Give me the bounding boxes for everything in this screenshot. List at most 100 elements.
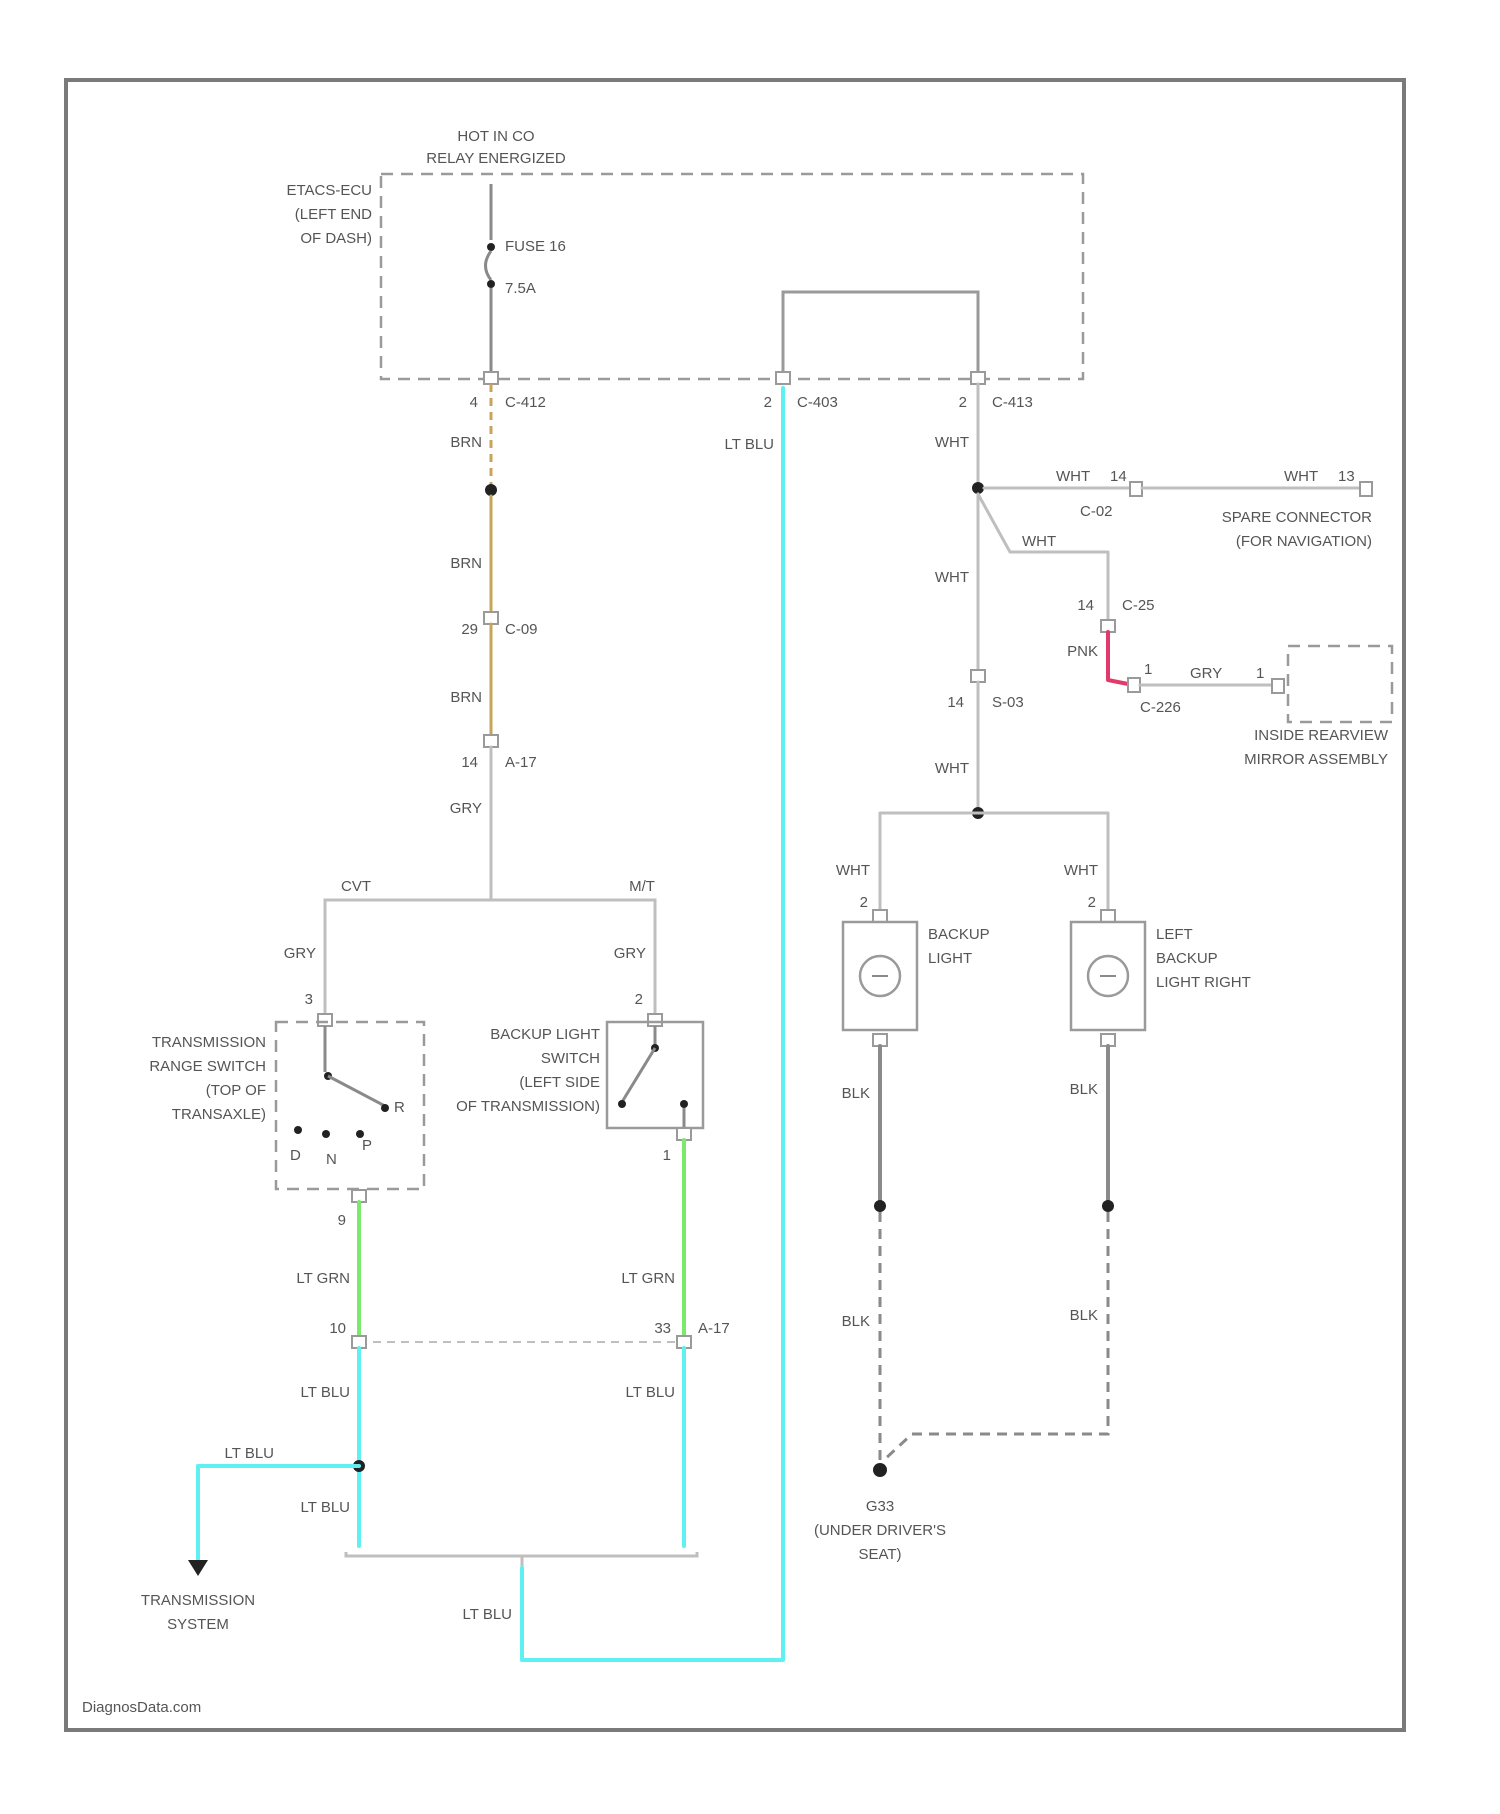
- c413-label: C-413: [992, 394, 1033, 411]
- ground-label-1: G33: [866, 1498, 894, 1515]
- mirror-pin: [1272, 679, 1284, 693]
- cvt-mt-bracket: [325, 900, 655, 910]
- c413-pin: [971, 372, 985, 384]
- bls-contact-node: [618, 1100, 626, 1108]
- c02-pin: [1130, 482, 1142, 496]
- blk-label-3: BLK: [842, 1313, 870, 1330]
- hot-at-label: HOT IN CO: [457, 128, 534, 145]
- s03-label: S-03: [992, 694, 1024, 711]
- trs-out-pin-label: 9: [338, 1212, 346, 1229]
- bls-pin-2: [648, 1014, 662, 1026]
- fuse-terminal-top: [487, 243, 495, 251]
- c403-pin-label: 2: [764, 394, 772, 411]
- gry-left-label: GRY: [284, 945, 316, 962]
- gry-right-label: GRY: [614, 945, 646, 962]
- etacs-label-3: OF DASH): [300, 230, 372, 247]
- bls-contact-arm: [622, 1048, 655, 1102]
- mirror-pin-label: 1: [1256, 665, 1264, 682]
- bls-label-2: SWITCH: [541, 1050, 600, 1067]
- trs-pin-label: 3: [305, 991, 313, 1008]
- spare-connector-pin: [1360, 482, 1372, 496]
- spare-connector-label-2: (FOR NAVIGATION): [1236, 533, 1372, 550]
- c25-label: C-25: [1122, 597, 1155, 614]
- ground-g33-icon: [873, 1463, 887, 1477]
- splice-node-wht: [972, 482, 984, 494]
- splice-node-blk-right: [1102, 1200, 1114, 1212]
- c02-label: C-02: [1080, 503, 1113, 520]
- s03-pin-label: 14: [947, 694, 964, 711]
- wht-spare-pin-label: 14: [1110, 468, 1127, 485]
- c226-pin: [1128, 678, 1140, 692]
- inside-rearview-mirror-box: [1288, 646, 1392, 722]
- wht-label-2: WHT: [935, 569, 969, 586]
- wht-label-3: WHT: [935, 760, 969, 777]
- diagram-frame: [66, 80, 1404, 1730]
- ground-label-3: SEAT): [858, 1546, 901, 1563]
- trs-label-3: (TOP OF: [206, 1082, 266, 1099]
- a17-pin-label: 14: [461, 754, 478, 771]
- relay-label: RELAY ENERGIZED: [426, 150, 566, 167]
- trs-r-node: [381, 1104, 389, 1112]
- trs-d-node: [294, 1126, 302, 1134]
- bls-out-pin-label: 1: [663, 1147, 671, 1164]
- blk-label-2: BLK: [1070, 1081, 1098, 1098]
- pnk-label: PNK: [1067, 643, 1098, 660]
- ltblu-bottom-label: LT BLU: [463, 1606, 512, 1623]
- ltblu-top-label: LT BLU: [725, 436, 774, 453]
- mt-label: M/T: [629, 878, 655, 895]
- trs-r-label: R: [394, 1099, 405, 1116]
- spare-connector-label-1: SPARE CONNECTOR: [1222, 509, 1372, 526]
- trs-d-label: D: [290, 1147, 301, 1164]
- c412-label: C-412: [505, 394, 546, 411]
- trs-label-2: RANGE SWITCH: [149, 1058, 266, 1075]
- trs-label-4: TRANSAXLE): [172, 1106, 266, 1123]
- c403-label: C-403: [797, 394, 838, 411]
- cvt-label: CVT: [341, 878, 371, 895]
- c226-label: C-226: [1140, 699, 1181, 716]
- trs-n-node: [322, 1130, 330, 1138]
- wht-spare-label-2: WHT: [1284, 468, 1318, 485]
- backup-light-label-1: BACKUP: [928, 926, 990, 943]
- bls-label-4: OF TRANSMISSION): [456, 1098, 600, 1115]
- lamp-left-pin-label: 2: [860, 894, 868, 911]
- c412-pin: [484, 372, 498, 384]
- c09-pin: [484, 612, 498, 624]
- blk-label-1: BLK: [842, 1085, 870, 1102]
- a17-label: A-17: [505, 754, 537, 771]
- trs-label-1: TRANSMISSION: [152, 1034, 266, 1051]
- wht-diag-label: WHT: [1022, 533, 1056, 550]
- c09-pin-label: 29: [461, 621, 478, 638]
- watermark: DiagnosData.com: [82, 1699, 201, 1716]
- gry-main-label: GRY: [450, 800, 482, 817]
- ltblu-left2-label: LT BLU: [301, 1499, 350, 1516]
- c403-pin: [776, 372, 790, 384]
- wht-spare-pin-label-2: 13: [1338, 468, 1355, 485]
- trs-contact-arm: [328, 1076, 385, 1106]
- brn-label-2: BRN: [450, 555, 482, 572]
- fuse-label: FUSE 16: [505, 238, 566, 255]
- etacs-label-2: (LEFT END: [295, 206, 372, 223]
- trans-system-label-2: SYSTEM: [167, 1616, 229, 1633]
- gry-mirror-label: GRY: [1190, 665, 1222, 682]
- transmission-system-arrow-icon: [188, 1560, 208, 1576]
- ltblu-bottom-bracket: [346, 1552, 697, 1556]
- wht-right-label: WHT: [1064, 862, 1098, 879]
- ltblu-branch-label: LT BLU: [225, 1445, 274, 1462]
- a17b-label: A-17: [698, 1320, 730, 1337]
- bls-label-3: (LEFT SIDE: [519, 1074, 600, 1091]
- pnk-wire: [1108, 632, 1128, 684]
- left-backup-light-label-3: LIGHT RIGHT: [1156, 974, 1251, 991]
- bls-pin-label: 2: [635, 991, 643, 1008]
- lamp-right-pin-2: [1101, 910, 1115, 922]
- splice-node-blk-left: [874, 1200, 886, 1212]
- fuse-terminal-bottom: [487, 280, 495, 288]
- ground-label-2: (UNDER DRIVER'S: [814, 1522, 946, 1539]
- etacs-label-1: ETACS-ECU: [286, 182, 372, 199]
- fuse-symbol: [486, 251, 492, 280]
- c09-label: C-09: [505, 621, 538, 638]
- pin-33-label: 33: [654, 1320, 671, 1337]
- brn-label-1: BRN: [450, 434, 482, 451]
- trs-p-label: P: [362, 1137, 372, 1154]
- left-backup-light-label-1: LEFT: [1156, 926, 1193, 943]
